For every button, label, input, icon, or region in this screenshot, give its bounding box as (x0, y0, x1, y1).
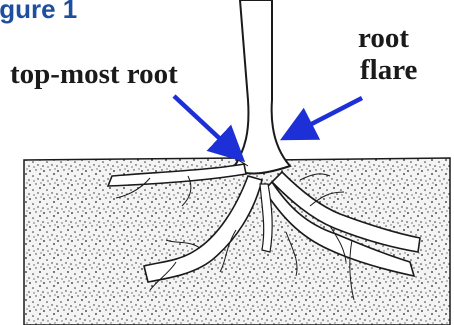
top-most-root-arrow (174, 96, 232, 150)
root-flare-arrow (296, 98, 362, 132)
top-most-root-label: top-most root (10, 60, 178, 89)
root-flare-label-line2: flare (360, 56, 417, 85)
trunk (232, 0, 290, 173)
figure-title: igure 1 (0, 0, 77, 25)
root-flare-label-line1: root (358, 24, 409, 53)
